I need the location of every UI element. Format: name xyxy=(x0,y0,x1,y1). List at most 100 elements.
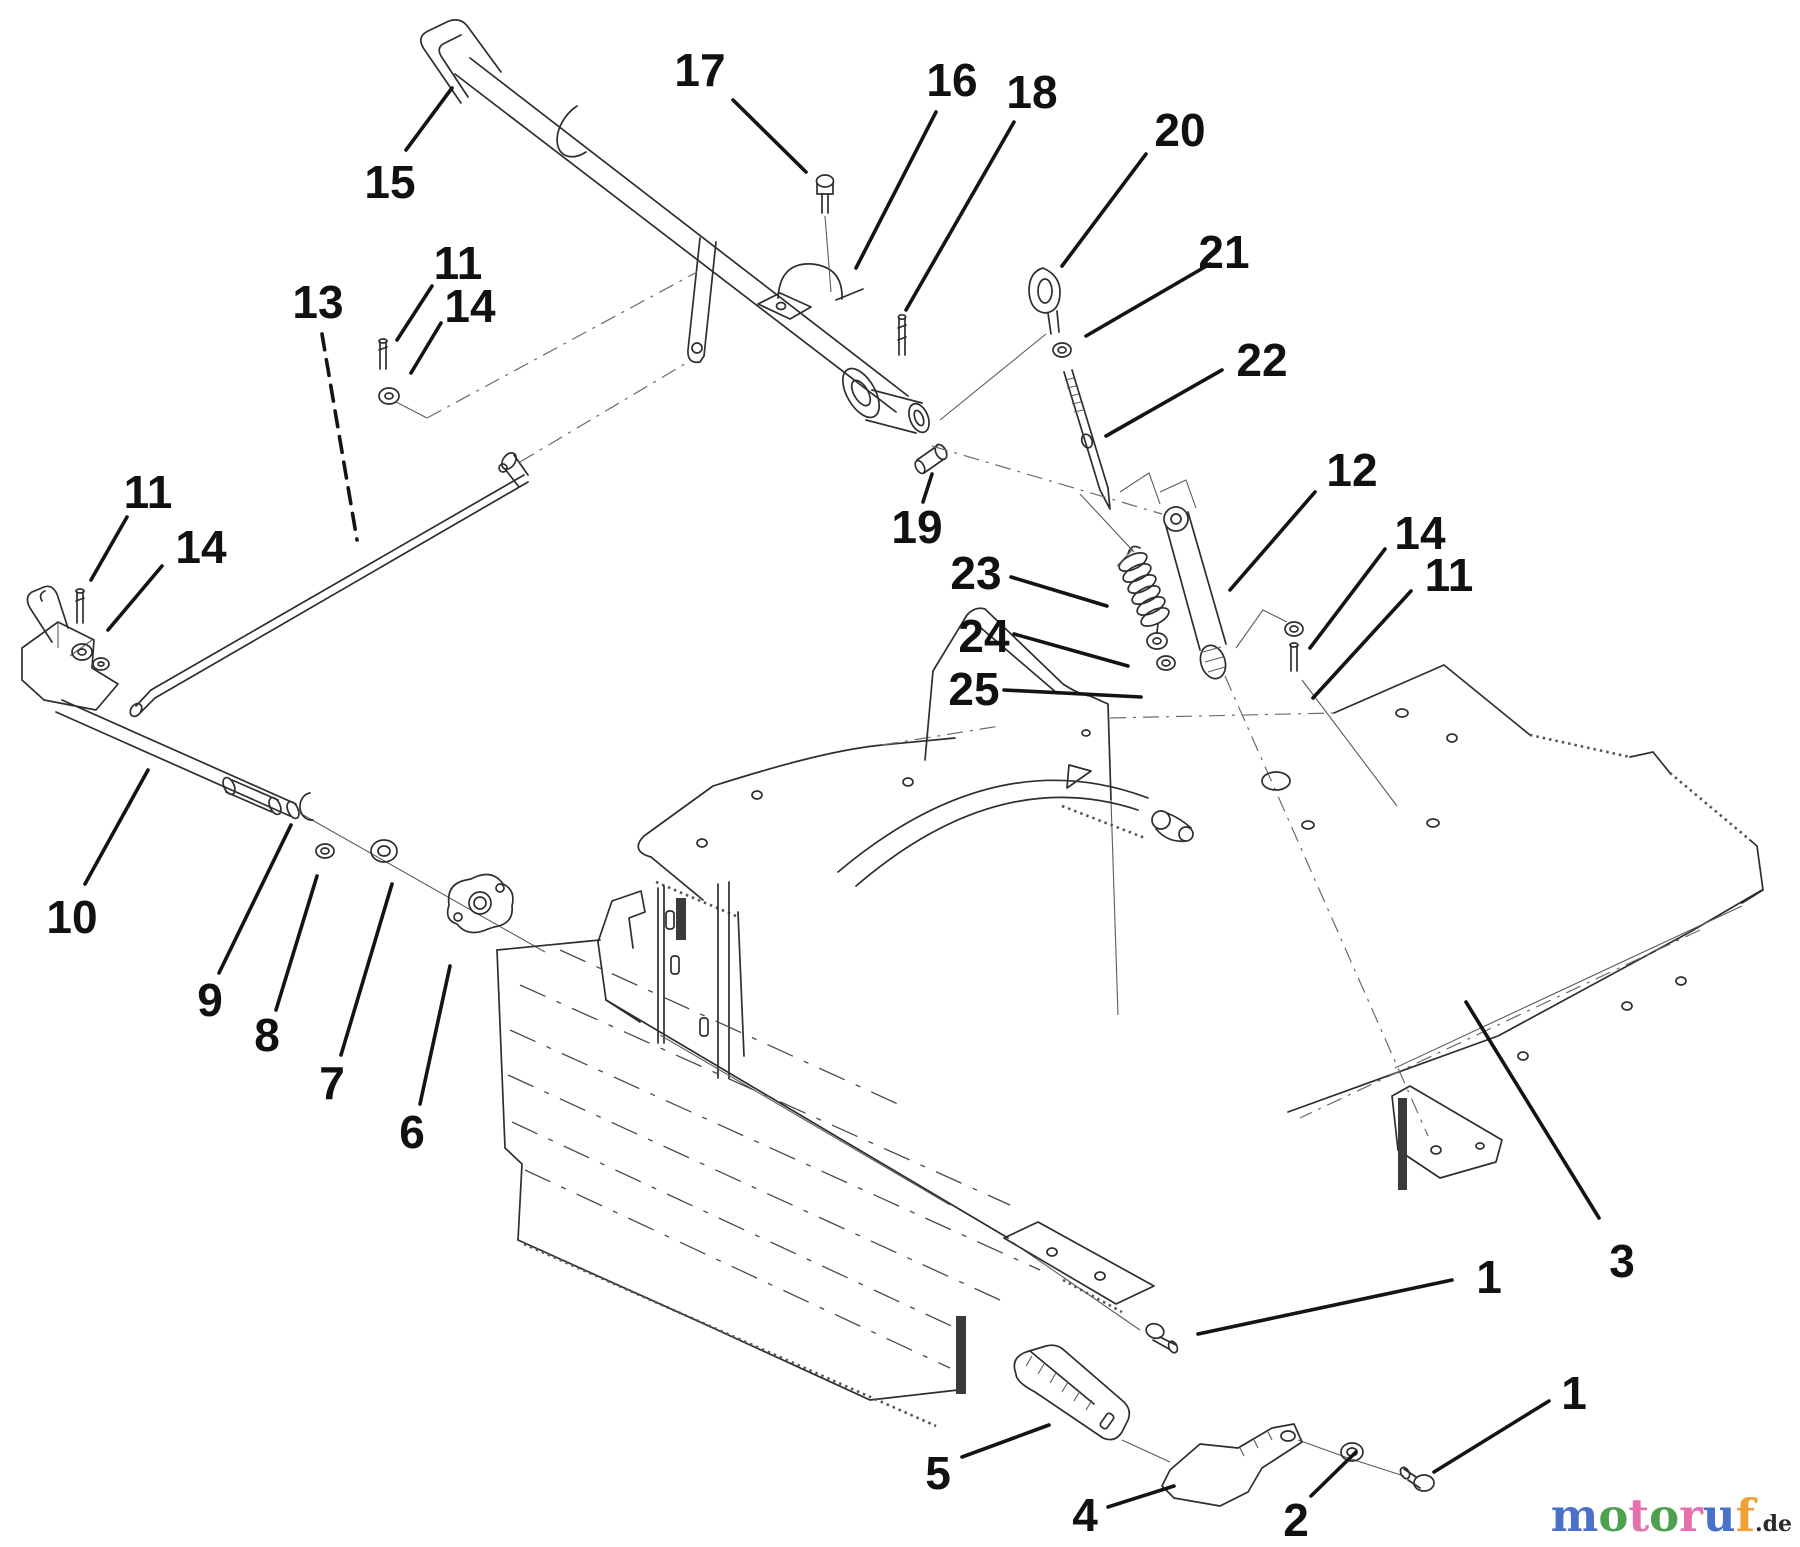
leader-line-19-17 xyxy=(921,472,934,504)
deck-baffle-panel xyxy=(496,939,1041,1428)
callout-22-6: 22 xyxy=(1236,334,1287,386)
idler-shaft-assembly xyxy=(21,585,546,953)
callout-10-12: 10 xyxy=(46,891,97,943)
rod-hook xyxy=(1028,267,1061,335)
leader-line-24-19 xyxy=(1012,632,1130,668)
brake-rod xyxy=(1063,369,1111,510)
deck-link-piece xyxy=(1151,810,1194,843)
spring-nut xyxy=(1156,655,1176,671)
logo-letter: u xyxy=(1703,1489,1736,1542)
anchor-bracket xyxy=(21,585,119,711)
clamp-bolt xyxy=(815,174,835,293)
callout-5-27: 5 xyxy=(925,1447,951,1499)
callout-24-19: 24 xyxy=(958,610,1010,662)
callout-11-8: 11 xyxy=(434,237,483,289)
callout-12-21: 12 xyxy=(1326,444,1377,496)
brake-lever xyxy=(1116,472,1288,680)
leader-line-11-8 xyxy=(395,284,434,342)
callout-8-14: 8 xyxy=(254,1009,280,1061)
leader-line-16-2 xyxy=(854,110,938,270)
foot-bracket xyxy=(1391,1085,1503,1190)
leader-line-4-28 xyxy=(1106,1484,1176,1509)
callout-17-1: 17 xyxy=(674,44,725,96)
callout-23-18: 23 xyxy=(950,547,1001,599)
grip-pad xyxy=(1013,1344,1131,1441)
leader-line-11-23 xyxy=(1311,589,1413,700)
callout-1-26: 1 xyxy=(1561,1367,1587,1419)
leader-line-21-5 xyxy=(1084,262,1212,338)
leader-line-10-12 xyxy=(83,768,150,886)
callout-14-11: 14 xyxy=(175,521,227,573)
callout-15-0: 15 xyxy=(364,156,415,208)
carriage-bolt-lower xyxy=(1399,1466,1435,1492)
leader-line-1-26 xyxy=(1432,1399,1551,1474)
leader-line-23-18 xyxy=(1009,575,1109,608)
idler-rod xyxy=(55,699,300,820)
shaft-nut xyxy=(315,843,335,859)
leader-line-14-11 xyxy=(106,564,164,632)
leader-line-18-3 xyxy=(904,120,1016,312)
logo-letter: o xyxy=(1649,1489,1679,1542)
bottom-hardware xyxy=(1013,1322,1435,1507)
callout-1-25: 1 xyxy=(1476,1251,1502,1303)
leader-line-14-9 xyxy=(409,321,443,375)
spring-washer xyxy=(1146,632,1168,650)
brake-spring xyxy=(1118,545,1170,633)
hanger-link xyxy=(687,237,717,364)
leader-line-5-27 xyxy=(960,1423,1051,1459)
brake-pedal-lever xyxy=(1161,1423,1303,1507)
callout-11-23: 11 xyxy=(1425,549,1474,601)
frame-chassis xyxy=(597,607,1764,1314)
leader-line-6-16 xyxy=(418,964,452,1106)
callout-20-4: 20 xyxy=(1154,104,1205,156)
wheel-arch xyxy=(837,779,1149,887)
leader-line-9-13 xyxy=(217,823,293,975)
construction-lines xyxy=(426,271,1429,1477)
logo-letter: f xyxy=(1736,1489,1758,1542)
leader-line-2-29 xyxy=(1309,1450,1358,1498)
leader-line-15-0 xyxy=(404,86,454,152)
carriage-bolt-upper xyxy=(1145,1322,1179,1354)
link-washer xyxy=(378,387,400,405)
logo-letter: m xyxy=(1551,1489,1599,1542)
callout-6-16: 6 xyxy=(399,1106,425,1158)
leader-line-3-24 xyxy=(1464,1000,1601,1220)
e-clip xyxy=(299,792,314,821)
leader-line-25-20 xyxy=(1002,688,1143,699)
tube-clamp xyxy=(757,263,864,320)
brake-rod-assembly xyxy=(1028,267,1304,680)
leader-line-12-21 xyxy=(1228,490,1317,592)
callout-14-9: 14 xyxy=(444,280,496,332)
watermark-text[interactable]: motoruf.de xyxy=(1551,1489,1792,1542)
leader-line-13-7 xyxy=(320,332,359,542)
callout-13-7: 13 xyxy=(292,276,343,328)
side-skirt xyxy=(1287,889,1763,1119)
explode-axis xyxy=(297,811,546,953)
watermark-logo: motoruf.de xyxy=(1551,1489,1792,1542)
lever-pin xyxy=(1289,642,1299,672)
right-deck xyxy=(1151,664,1764,904)
logo-letter: t xyxy=(1628,1489,1649,1542)
shaft-washer xyxy=(370,839,398,863)
callout-18-3: 18 xyxy=(1006,66,1057,118)
callout-3-24: 3 xyxy=(1609,1235,1635,1287)
brake-handle-tube-assembly xyxy=(419,19,948,475)
callout-14-22: 14 xyxy=(1394,507,1446,559)
bracket-pin xyxy=(75,588,85,624)
callout-21-5: 21 xyxy=(1198,226,1249,278)
tube-end-hub xyxy=(842,367,930,434)
link-pin xyxy=(378,338,388,370)
callout-9-13: 9 xyxy=(197,974,223,1026)
logo-tld: .de xyxy=(1755,1511,1792,1537)
callout-25-20: 25 xyxy=(948,663,999,715)
logo-letter: r xyxy=(1679,1489,1704,1542)
callout-7-15: 7 xyxy=(319,1057,345,1109)
leader-line-20-4 xyxy=(1060,152,1148,268)
callout-2-29: 2 xyxy=(1283,1494,1309,1546)
callout-11-10: 11 xyxy=(124,466,173,518)
leader-line-7-15 xyxy=(339,882,394,1057)
hook-nut xyxy=(1052,342,1072,358)
